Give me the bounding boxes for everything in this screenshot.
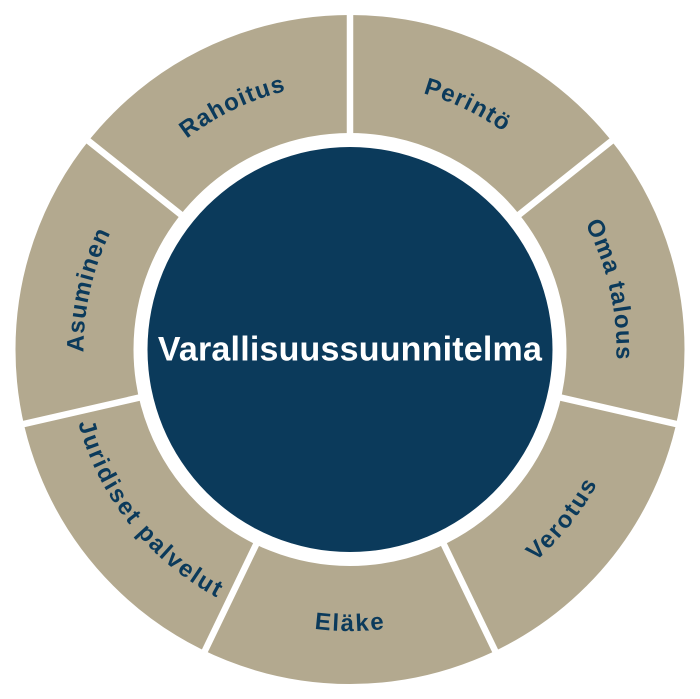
segment-divider-lower-right (438, 537, 503, 662)
segment-divider-upper-right (512, 131, 622, 222)
center-title: Varallisuussuunnitelma (158, 331, 543, 369)
segment-divider-left (12, 393, 147, 430)
segment-label-elake: Eläke (314, 608, 387, 637)
segment-divider-right (553, 393, 688, 430)
segment-dividers (12, 4, 688, 662)
segment-divider-lower-left (197, 537, 262, 662)
segment-label-elake-text: Eläke (314, 608, 385, 637)
segment-divider-upper-left (78, 131, 188, 222)
center-circle (147, 147, 553, 552)
